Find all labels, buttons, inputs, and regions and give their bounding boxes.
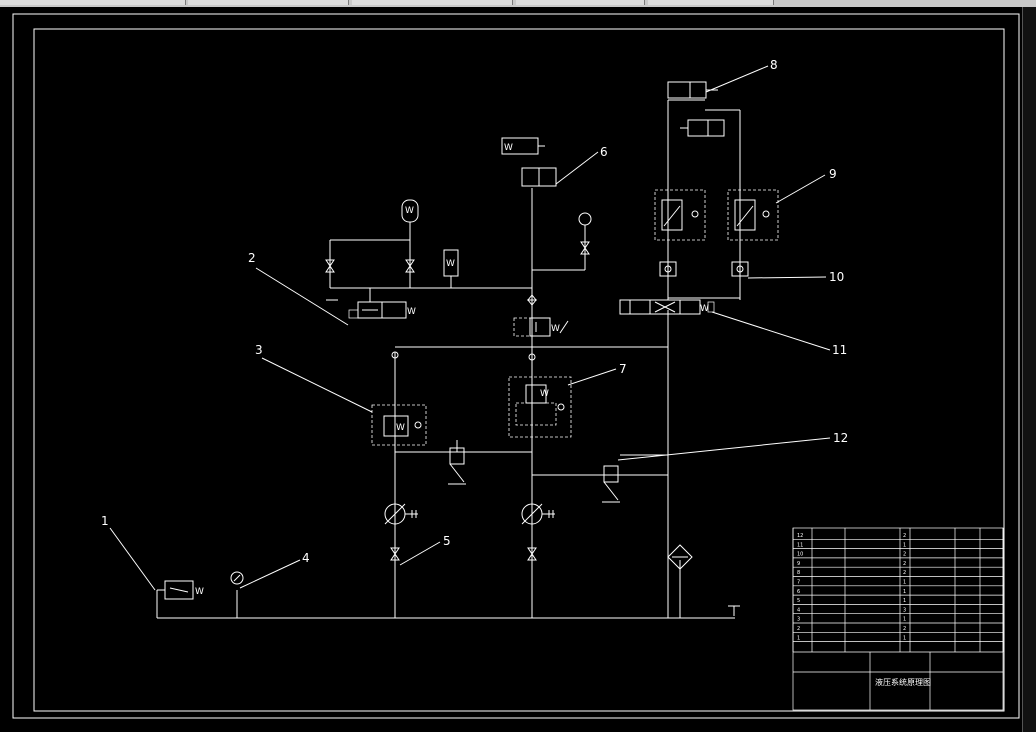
callout-4: 4 — [302, 551, 310, 565]
spring-symbol: W — [700, 304, 709, 314]
parts-row-qty: 1 — [903, 580, 906, 586]
callout-10: 10 — [829, 270, 844, 284]
callout-9: 9 — [829, 167, 837, 181]
accumulator[interactable]: W — [401, 199, 419, 223]
parts-row-no: 9 — [797, 561, 800, 567]
callout-1: 1 — [101, 514, 109, 528]
parts-row-no: 1 — [797, 635, 800, 641]
parts-row-no: 5 — [797, 598, 800, 604]
vertical-scrollbar[interactable] — [1022, 7, 1036, 732]
tank-symbol — [728, 605, 740, 616]
spring-symbol: W — [396, 423, 405, 433]
parts-row-qty: 2 — [903, 561, 906, 567]
check-valve[interactable] — [526, 294, 538, 306]
spring-symbol: W — [551, 324, 560, 334]
parts-row-qty: 2 — [903, 552, 906, 558]
shutoff-valve[interactable] — [405, 259, 415, 273]
pressure-gauge[interactable] — [578, 212, 592, 255]
parts-row-no: 6 — [797, 589, 800, 595]
inner-frame — [33, 28, 1005, 712]
parts-row-qty: 1 — [903, 598, 906, 604]
pressure-switch[interactable]: W — [443, 249, 459, 288]
callout-3: 3 — [255, 343, 263, 357]
parts-row-qty: 1 — [903, 635, 906, 641]
parts-row-qty: 1 — [903, 617, 906, 623]
parts-row-qty: 2 — [903, 533, 906, 539]
check-valve[interactable] — [731, 261, 749, 277]
callout-12: 12 — [833, 431, 848, 445]
variable-pump-centre[interactable] — [521, 503, 555, 525]
parts-row-qty: 3 — [903, 607, 906, 613]
outer-frame — [12, 13, 1020, 719]
filter[interactable] — [667, 544, 693, 570]
check-valve-10[interactable] — [659, 261, 677, 277]
valve-1[interactable]: W — [157, 580, 204, 600]
toolbar-strip — [0, 0, 1036, 7]
spring-symbol: W — [446, 259, 455, 269]
spring-symbol: W — [407, 307, 416, 317]
shutoff-valve[interactable] — [527, 547, 537, 561]
spring-symbol: W — [195, 587, 204, 597]
hydraulic-cylinder[interactable] — [680, 119, 725, 137]
parts-row-no: 2 — [797, 626, 800, 632]
pressure-gauge-4[interactable] — [230, 571, 244, 585]
callout-8: 8 — [770, 58, 778, 72]
callout-11: 11 — [832, 343, 847, 357]
toolbar-segment[interactable] — [648, 0, 774, 5]
solenoid-valve-2[interactable]: W — [348, 288, 416, 319]
variable-pump-left[interactable] — [384, 503, 418, 525]
valve-block-7[interactable]: W — [508, 353, 572, 438]
parts-row-no: 8 — [797, 570, 800, 576]
shutoff-valve[interactable] — [325, 259, 338, 301]
parts-row-no: 10 — [797, 552, 803, 558]
relief-valve[interactable] — [448, 447, 466, 485]
drawing-title: 液压系统原理图 — [875, 677, 931, 687]
toolbar-segment[interactable] — [516, 0, 645, 5]
shutoff-valve-5[interactable] — [390, 547, 400, 561]
pipe-lines — [156, 99, 741, 619]
callout-2: 2 — [248, 251, 256, 265]
directional-valve-11[interactable]: W — [619, 299, 715, 315]
spring-symbol: W — [504, 143, 513, 153]
toolbar-segment[interactable] — [352, 0, 513, 5]
cylinder-6[interactable]: W — [501, 137, 557, 187]
callout-6: 6 — [600, 145, 608, 159]
flow-control-valve-9[interactable] — [727, 189, 779, 241]
parts-row-no: 11 — [797, 542, 803, 548]
callout-7: 7 — [619, 362, 627, 376]
parts-row-no: 3 — [797, 617, 800, 623]
parts-row-qty: 1 — [903, 542, 906, 548]
parts-row-qty: 2 — [903, 626, 906, 632]
toolbar-segment[interactable] — [188, 0, 349, 5]
relief-valve-3[interactable]: W — [371, 351, 427, 446]
flow-control-valve[interactable] — [654, 189, 706, 241]
relief-valve-12[interactable] — [602, 465, 620, 503]
callout-leaders — [109, 65, 831, 591]
callout-5: 5 — [443, 534, 451, 548]
parts-row-qty: 1 — [903, 589, 906, 595]
parts-row-no: 7 — [797, 580, 800, 586]
parts-row-qty: 2 — [903, 570, 906, 576]
spring-symbol: W — [540, 389, 549, 399]
parts-row-no: 4 — [797, 607, 800, 613]
parts-row-no: 12 — [797, 533, 803, 539]
toolbar-segment[interactable] — [0, 0, 186, 5]
spring-symbol: W — [405, 206, 414, 216]
reducing-valve[interactable]: W — [513, 317, 569, 337]
